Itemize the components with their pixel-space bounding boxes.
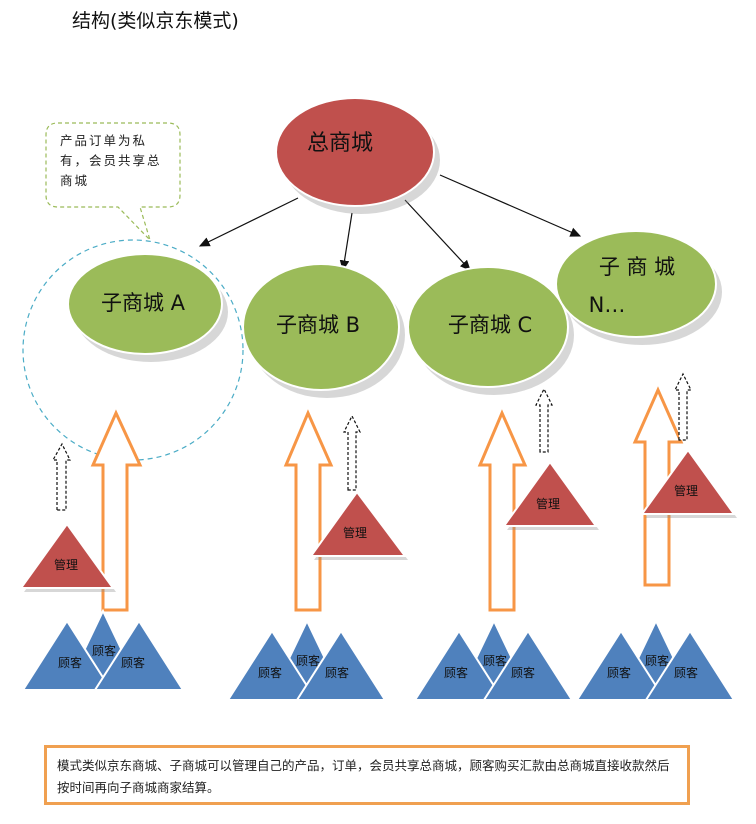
customer-label: 顾客 [645, 653, 669, 668]
sub-mall-a-node: 子商城 A [67, 253, 228, 362]
note-text: 产品订单为私有，会员共享总商城 [60, 133, 162, 188]
connector-arrows [198, 174, 582, 272]
customer-label: 顾客 [483, 653, 507, 668]
customer-cluster-b: 顾客 顾客 顾客 [226, 618, 387, 701]
customer-cluster-a: 顾客 顾客 顾客 [21, 608, 185, 691]
manage-triangle-b: 管理 [309, 490, 408, 560]
manage-triangles: 管理 管理 管理 管理 [19, 448, 737, 592]
customer-cluster-c: 顾客 顾客 顾客 [413, 618, 574, 701]
manage-triangle-c: 管理 [502, 460, 599, 530]
customer-label: 顾客 [511, 665, 535, 680]
customer-label: 顾客 [444, 665, 468, 680]
payment-arrow-c [477, 409, 528, 612]
sub-mall-n-node: 子 商 城 N… [555, 230, 722, 345]
customer-label: 顾客 [674, 665, 698, 680]
customer-label: 顾客 [121, 655, 145, 670]
payment-arrow-n [632, 386, 684, 587]
payment-arrow-b [283, 409, 334, 612]
diagram-title: 结构(类似京东模式) [72, 10, 239, 32]
sub-mall-c-node: 子商城 C [407, 266, 574, 395]
sub-mall-n-label-line1: 子 商 城 [599, 255, 675, 279]
manage-label-n: 管理 [674, 483, 698, 498]
note-callout [45, 122, 181, 241]
manage-label-c: 管理 [536, 496, 560, 511]
sub-mall-c-label: 子商城 C [448, 313, 532, 337]
customer-label: 顾客 [92, 643, 116, 658]
manage-triangle-n: 管理 [640, 448, 737, 518]
manage-label-a: 管理 [54, 557, 78, 572]
sub-mall-b-node: 子商城 B [242, 263, 405, 398]
footer-description: 模式类似京东商城、子商城可以管理自己的产品，订单，会员共享总商城，顾客购买汇款由… [44, 745, 690, 805]
sub-mall-b-label: 子商城 B [276, 313, 360, 337]
manage-triangle-a: 管理 [19, 522, 116, 592]
customer-label: 顾客 [296, 653, 320, 668]
sub-mall-n-label-line2: N… [589, 293, 626, 317]
customer-label: 顾客 [58, 655, 82, 670]
manage-arrows [51, 372, 692, 511]
main-mall-node: 总商城 [275, 97, 440, 214]
payment-arrows [90, 386, 684, 612]
customer-label: 顾客 [258, 665, 282, 680]
manage-label-b: 管理 [343, 525, 367, 540]
customer-cluster-n: 顾客 顾客 顾客 [575, 618, 736, 701]
customer-label: 顾客 [607, 665, 631, 680]
payment-arrow-a [90, 409, 143, 612]
main-mall-label: 总商城 [307, 131, 373, 156]
sub-mall-a-label: 子商城 A [101, 291, 186, 315]
customer-label: 顾客 [325, 665, 349, 680]
